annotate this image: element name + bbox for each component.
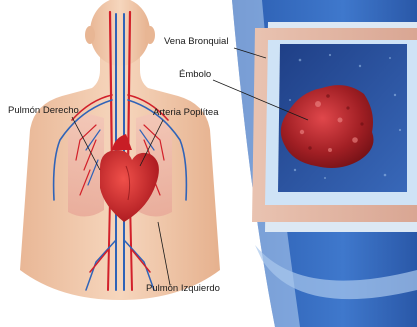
label-pulmon-derecho: Pulmón Derecho [8,106,79,116]
label-arteria-poplitea: Arteria Poplítea [153,108,218,118]
head [90,0,150,66]
label-vena-bronquial: Vena Bronquial [164,37,228,47]
label-embolo: Émbolo [179,70,211,80]
ear-right [145,26,155,44]
ear-left [85,26,95,44]
label-pulmon-izquierdo: Pulmón Izquierdo [146,284,220,294]
